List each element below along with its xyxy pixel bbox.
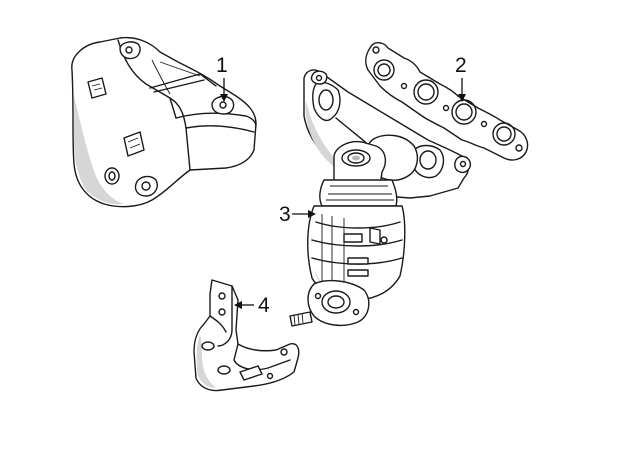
callout-1: 3	[279, 203, 316, 226]
callout-label-4: 4	[258, 294, 270, 317]
catalytic-converter-manifold	[289, 69, 472, 327]
callout-2: 2	[455, 54, 467, 102]
callout-label-3: 1	[216, 54, 228, 77]
support-bracket	[193, 279, 300, 392]
callout-label-1: 3	[279, 203, 291, 226]
callout-label-2: 2	[455, 54, 467, 77]
manifold-gasket	[365, 42, 529, 161]
callout-3: 1	[216, 54, 228, 102]
heat-shield	[71, 36, 257, 208]
callout-4: 4	[234, 294, 270, 317]
